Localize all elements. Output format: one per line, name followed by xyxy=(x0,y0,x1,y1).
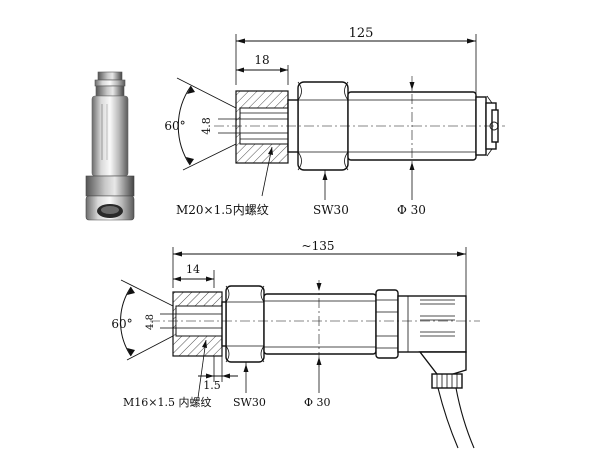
bottom-drawing: ~135 14 60° 4.8 xyxy=(111,239,480,449)
top-thread-label: M20×1.5内螺纹 xyxy=(176,203,269,217)
top-cone-angle: 60° xyxy=(164,119,185,133)
top-thread-depth-label: 18 xyxy=(254,53,269,67)
bottom-thread-label: M16×1.5 内螺纹 xyxy=(123,395,211,409)
bottom-length-label: ~135 xyxy=(302,239,335,253)
bottom-bore-diameter: 4.8 xyxy=(145,314,156,330)
bottom-thread-depth-label: 14 xyxy=(186,263,200,276)
top-length-label: 125 xyxy=(349,26,374,41)
bottom-wrench-label: SW30 xyxy=(233,396,266,409)
bottom-diameter-label: Φ 30 xyxy=(304,396,331,409)
bottom-gap-label: 1.5 xyxy=(203,379,221,392)
top-drawing: 125 18 60° 4.8 xyxy=(164,26,505,217)
top-wrench-label: SW30 xyxy=(313,203,349,217)
transmitter-photo xyxy=(85,71,135,221)
top-diameter-label: Φ 30 xyxy=(397,203,426,217)
top-bore-diameter: 4.8 xyxy=(200,117,213,135)
bottom-cone-angle: 60° xyxy=(111,317,132,331)
